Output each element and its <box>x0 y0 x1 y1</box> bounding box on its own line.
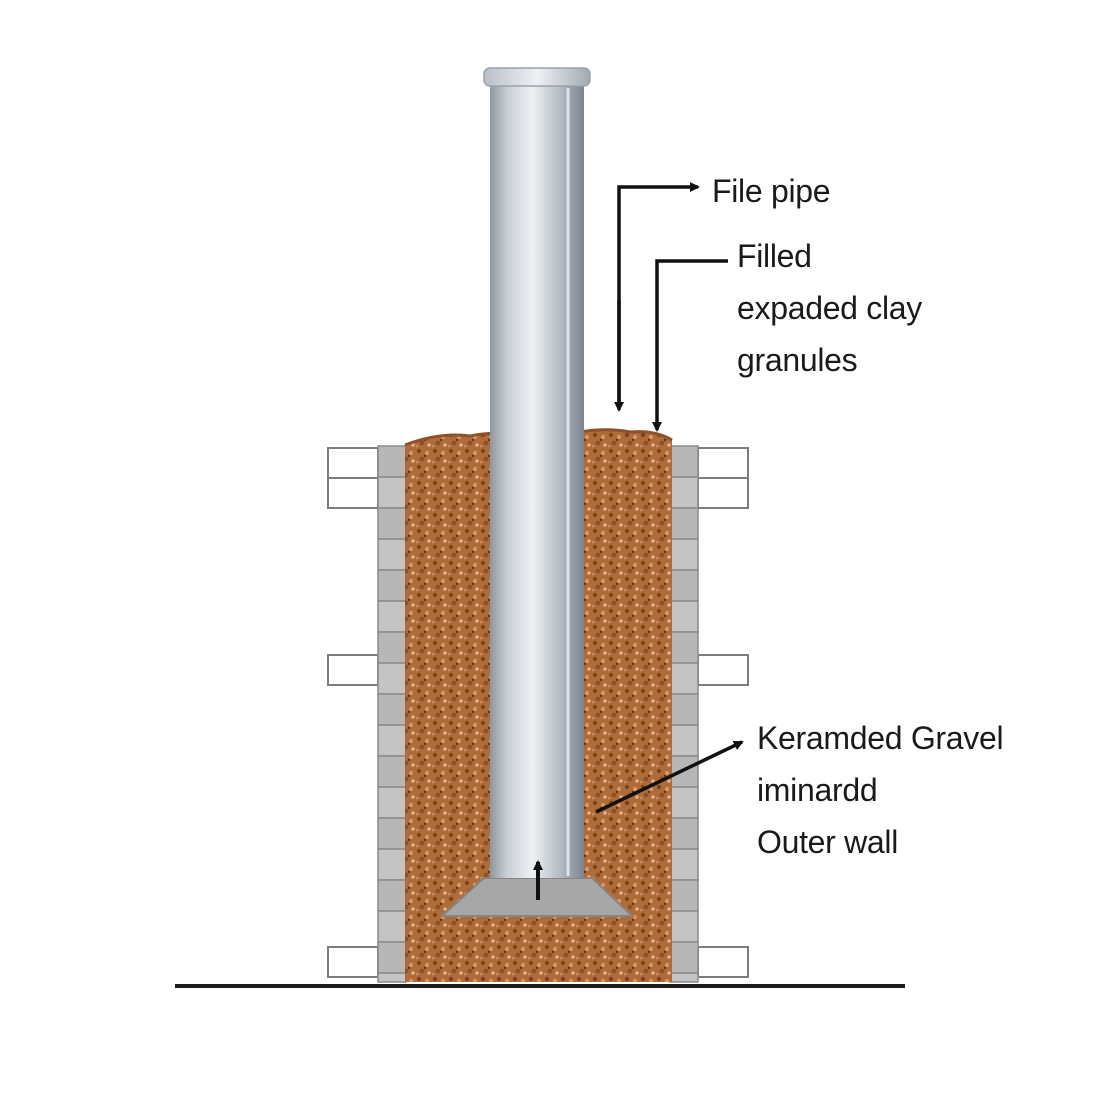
gravel-leader <box>595 740 744 814</box>
wall-brick <box>377 972 407 983</box>
wall-brick <box>377 724 407 757</box>
wall-brick <box>377 941 407 974</box>
outer-wall-right <box>669 445 699 983</box>
pipe-cap <box>483 67 591 87</box>
wall-brick <box>377 445 407 478</box>
wall-brick <box>669 476 699 509</box>
wall-brick <box>377 755 407 788</box>
wall-brick <box>669 879 699 912</box>
filled-clay-line-3: granules <box>737 342 858 378</box>
wall-brick <box>669 693 699 726</box>
wall-brick <box>377 786 407 819</box>
outer-bricks-right <box>697 447 749 978</box>
wall-brick <box>669 445 699 478</box>
filled-clay-line-1: Filled <box>737 238 812 274</box>
filled-clay-line-2: expaded clay <box>737 290 922 326</box>
wall-brick <box>669 538 699 571</box>
outer-bricks-left <box>327 447 379 978</box>
gravel-label: Keramded Gravel iminardd Outer wall <box>757 712 1004 868</box>
wall-brick <box>377 569 407 602</box>
filled-clay-label: Filled expaded clay granules <box>737 230 922 386</box>
file-pipe-label: File pipe <box>712 166 831 217</box>
file-pipe-text: File pipe <box>712 173 831 209</box>
wall-brick <box>669 848 699 881</box>
outer-wall-left <box>377 445 407 983</box>
wall-brick <box>669 569 699 602</box>
wall-brick <box>669 631 699 664</box>
wall-brick <box>377 600 407 633</box>
wall-brick <box>377 476 407 509</box>
wall-brick <box>669 662 699 695</box>
wall-brick <box>377 631 407 664</box>
wall-brick <box>669 941 699 974</box>
wall-brick <box>377 693 407 726</box>
wall-brick <box>377 538 407 571</box>
gravel-line-2: iminardd <box>757 772 878 808</box>
wall-brick <box>669 507 699 540</box>
wall-brick <box>377 817 407 850</box>
wall-brick <box>377 879 407 912</box>
filled-clay-leader <box>652 259 728 432</box>
wall-brick <box>669 910 699 943</box>
wall-brick <box>377 910 407 943</box>
gravel-line-1: Keramded Gravel <box>757 720 1004 756</box>
gravel-line-3: Outer wall <box>757 824 899 860</box>
pipe-body <box>490 82 584 878</box>
wall-brick <box>669 972 699 983</box>
wall-brick <box>377 662 407 695</box>
wall-brick <box>669 724 699 757</box>
wall-brick <box>377 507 407 540</box>
wall-brick <box>669 786 699 819</box>
wall-brick <box>669 817 699 850</box>
wall-brick <box>669 600 699 633</box>
wall-brick <box>377 848 407 881</box>
